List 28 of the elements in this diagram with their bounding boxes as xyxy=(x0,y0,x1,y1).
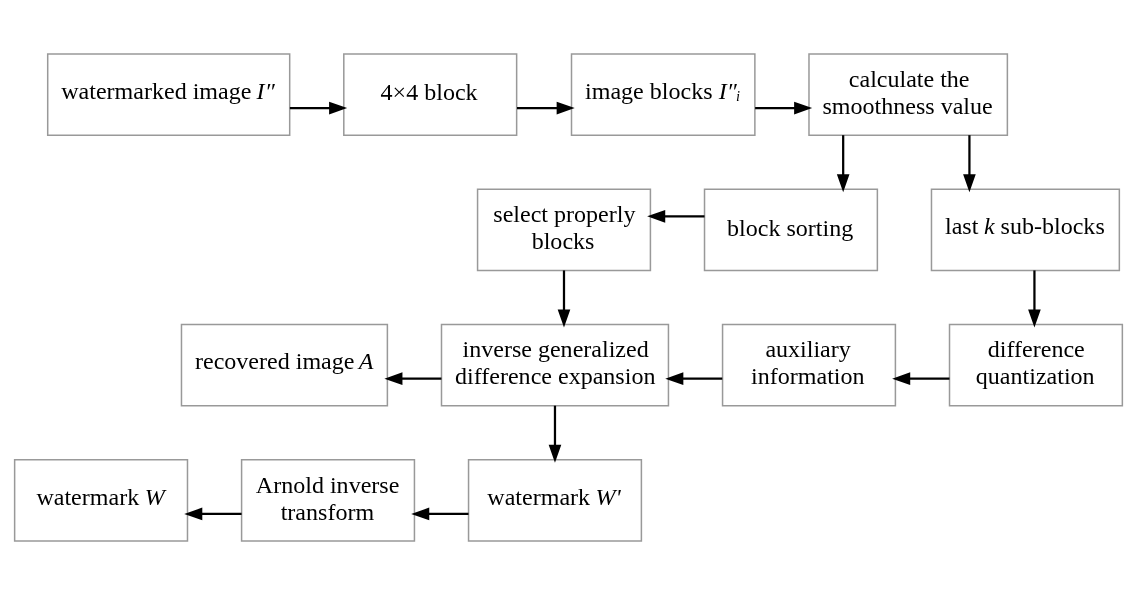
arrow xyxy=(289,101,348,114)
arrow xyxy=(665,371,723,385)
node-box: inverse generalized difference expansion xyxy=(440,323,670,406)
arrow xyxy=(836,134,850,192)
node-box: auxiliary information xyxy=(721,323,897,406)
arrow xyxy=(1028,269,1041,328)
arrow xyxy=(755,101,813,114)
arrow xyxy=(892,371,950,385)
arrow xyxy=(557,269,571,328)
node-box: image blocks I″ᵢ xyxy=(570,52,756,136)
arrow xyxy=(384,371,442,385)
node-box: select properly blocks xyxy=(476,188,652,271)
node-box: block sorting xyxy=(703,188,879,271)
arrow xyxy=(963,134,976,192)
node-box: recovered image A xyxy=(180,323,389,406)
arrow xyxy=(184,507,242,520)
node-box: watermark W xyxy=(13,458,189,542)
node-box: watermark W' xyxy=(467,458,643,542)
arrow xyxy=(411,507,469,520)
node-box: last k sub-blocks xyxy=(930,188,1121,271)
arrow xyxy=(548,405,562,463)
node-box: watermarked image I″ xyxy=(46,52,291,136)
node-box: Arnold inverse transform xyxy=(240,458,416,542)
node-box: 4×4 block xyxy=(343,52,518,136)
arrow xyxy=(647,209,705,223)
arrow xyxy=(517,101,575,114)
node-box: difference quantization xyxy=(948,323,1124,406)
node-box: calculate the smoothness value xyxy=(808,52,1009,136)
